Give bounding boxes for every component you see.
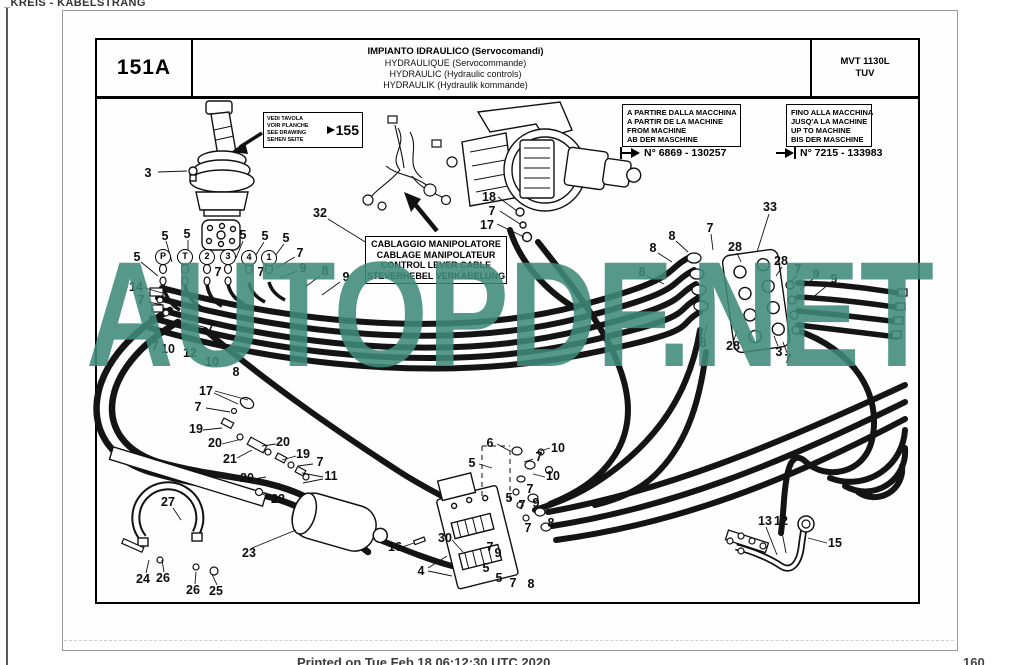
note-line: CABLAGE MANIPOLATEUR [376, 249, 496, 260]
arrow-right-icon [631, 148, 640, 158]
arrow-right-icon [326, 126, 335, 134]
print-footer: Printed on Tue Feb 18 06:12:30 UTC 2020 [297, 655, 551, 665]
title-line-it: IMPIANTO IDRAULICO (Servocomandi) [367, 45, 544, 57]
note-line: UP TO MACHINE [791, 126, 851, 135]
note-line: A PARTIR DE LA MACHINE [627, 117, 723, 126]
see-drawing-lines: VEDI TAVOLA VOIR PLANCHE SEE DRAWING SEH… [267, 116, 327, 143]
note-line: CONTROL LEVER CABLE [380, 260, 492, 270]
model-line-1: MVT 1130L [840, 56, 890, 67]
arrow-right-icon [785, 148, 794, 158]
serial-from-value: N° 6869 - 130257 [644, 147, 727, 159]
window-title: _KREIS - KABELSTRANG [4, 0, 146, 9]
note-line: SEHEN SEITE [267, 136, 304, 143]
note-line: VOIR PLANCHE [267, 123, 309, 130]
to-machine-note: FINO ALLA MACCHINA JUSQ'A LA MACHINE UP … [786, 104, 874, 147]
serial-range-to: N° 7215 - 133983 [776, 147, 882, 159]
note-line: STEVERHEBEL VERKABELUNG [366, 270, 506, 281]
from-machine-note: A PARTIRE DALLA MACCHINA A PARTIR DE LA … [622, 104, 741, 147]
title-line-fr: HYDRAULIQUE (Servocommande) [384, 57, 527, 68]
title-line-en: HYDRAULIC (Hydraulic controls) [389, 68, 522, 79]
plate-code: 151A [97, 40, 193, 96]
title-line-de: HYDRAULIK (Hydraulik kommande) [383, 79, 528, 90]
sheet-title-block: IMPIANTO IDRAULICO (Servocomandi) HYDRAU… [193, 40, 810, 96]
serial-range-from: N° 6869 - 130257 [620, 147, 726, 159]
see-drawing-ref: 155 [335, 122, 359, 138]
window-left-edge [6, 8, 8, 665]
cable-harness-note: CABLAGGIO MANIPOLATORE CABLAGE MANIPOLAT… [365, 236, 507, 284]
note-line: A PARTIRE DALLA MACCHINA [627, 108, 737, 117]
page-number: 160 [963, 655, 985, 665]
note-line: CABLAGGIO MANIPOLATORE [371, 239, 501, 249]
note-line: FROM MACHINE [627, 126, 687, 135]
note-line: AB DER MASCHINE [627, 135, 698, 144]
title-header-row: 151A IMPIANTO IDRAULICO (Servocomandi) H… [97, 40, 918, 99]
range-bar-icon [620, 147, 622, 159]
note-line: FINO ALLA MACCHINA [791, 108, 874, 117]
note-line: SEE DRAWING [267, 130, 307, 136]
note-line: BIS DER MASCHINE [791, 135, 864, 144]
range-line-icon [622, 152, 631, 154]
range-line-icon [776, 152, 785, 154]
serial-to-value: N° 7215 - 133983 [800, 147, 883, 159]
sheet-bottom-dashed-line [64, 640, 954, 641]
see-drawing-note: VEDI TAVOLA VOIR PLANCHE SEE DRAWING SEH… [263, 112, 363, 148]
range-bar-icon [794, 147, 796, 159]
note-line: VEDI TAVOLA [267, 116, 304, 123]
model-code-block: MVT 1130L TUV [810, 40, 918, 96]
note-line: JUSQ'A LA MACHINE [791, 117, 868, 126]
model-line-2: TUV [855, 68, 875, 79]
